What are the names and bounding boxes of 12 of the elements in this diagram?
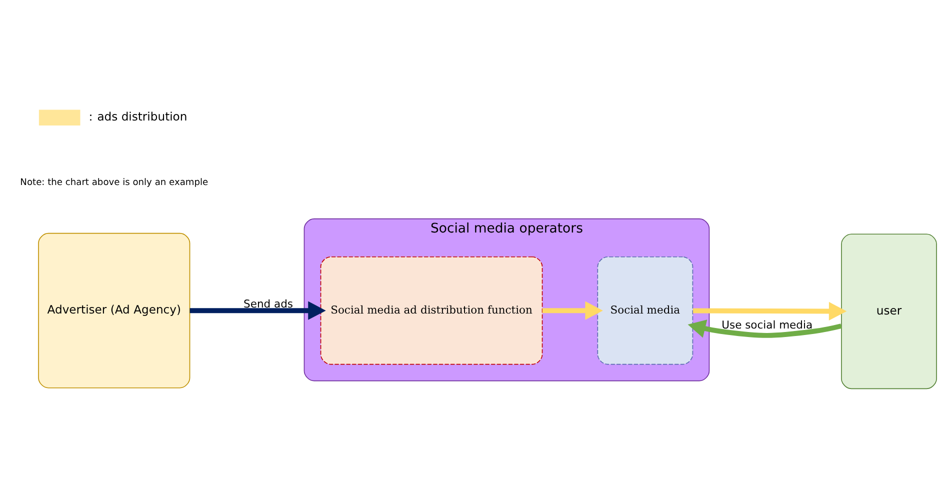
arrow [692, 301, 847, 320]
edge-label: Use social media [722, 318, 813, 331]
legend-label: ：ads distribution [85, 109, 188, 124]
arrow [688, 319, 842, 338]
arrow [542, 300, 603, 320]
node-box: user [841, 233, 937, 389]
label: Note: the chart above is only an example [20, 177, 208, 188]
node-box: Advertiser (Ad Agency) [38, 232, 190, 388]
arrow [190, 300, 326, 320]
edge-label: Send ads [244, 297, 294, 310]
node-box: Social media ad distribution function [320, 256, 543, 364]
node-box: Social media [597, 256, 694, 364]
